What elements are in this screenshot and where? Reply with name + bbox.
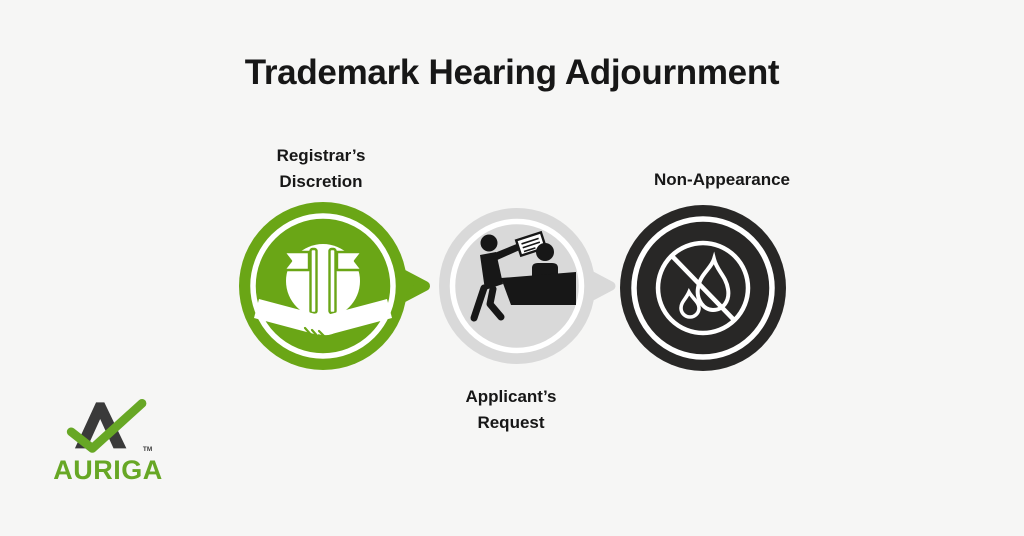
step-applicants-request — [439, 208, 627, 364]
inner-ring — [449, 218, 585, 354]
inner-ring — [631, 216, 775, 360]
step-label-applicants-request: Applicant’s Request — [465, 387, 557, 432]
step-bubble-dark — [620, 205, 786, 371]
auriga-mountain-check-icon: TM — [66, 398, 152, 453]
handshake-flags-icon — [254, 244, 392, 341]
no-appearance-flame-icon — [655, 240, 751, 336]
step-label-registrars-discretion: Registrar’s Discretion — [276, 146, 366, 191]
trademark-symbol: TM — [143, 446, 152, 453]
step-bubble-green — [239, 202, 430, 370]
step-registrars-discretion — [239, 202, 439, 370]
step-bubble-gray — [439, 208, 616, 364]
auriga-logo: TM AURIGA — [48, 396, 168, 486]
applicant-request-desk-icon — [470, 230, 576, 322]
step-non-appearance — [620, 205, 786, 371]
brand-name: AURIGA — [53, 455, 163, 485]
page-title: Trademark Hearing Adjournment — [244, 53, 780, 92]
step-label-non-appearance: Non-Appearance — [653, 170, 791, 189]
inner-ring — [250, 213, 396, 359]
